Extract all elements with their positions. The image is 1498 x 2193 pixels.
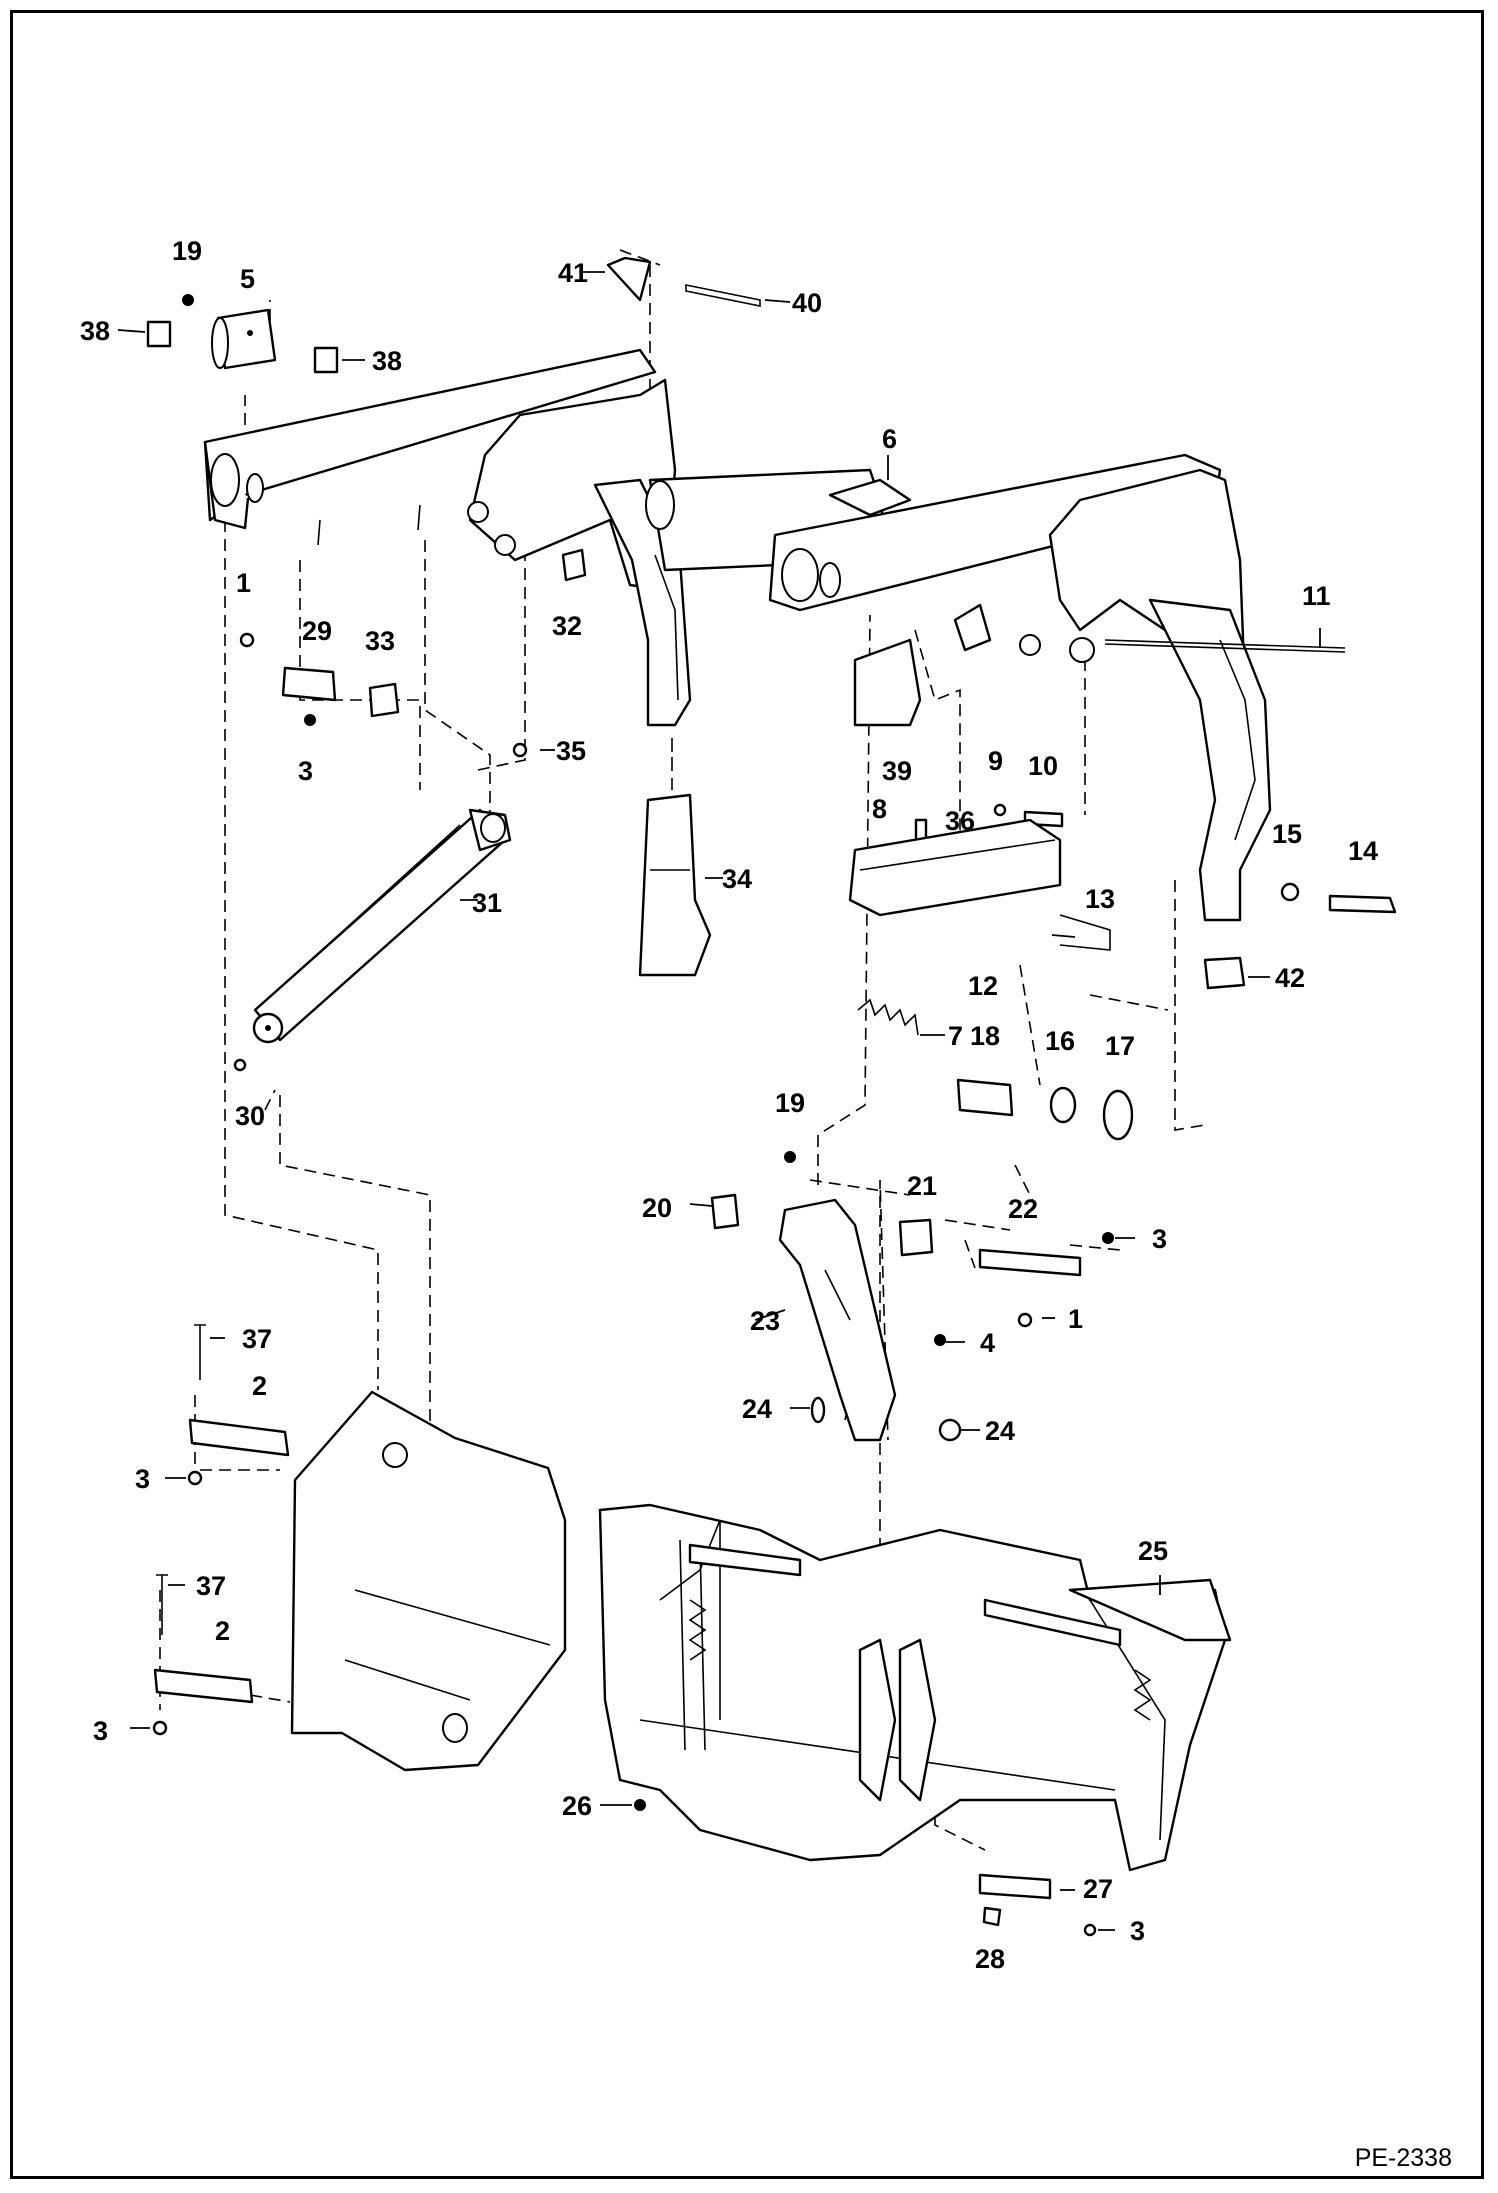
callout-19: 19: [775, 1088, 805, 1118]
callout-38: 38: [80, 316, 110, 346]
drawing-code: PE-2338: [1354, 2144, 1452, 2172]
callout-1: 1: [1068, 1304, 1083, 1334]
callout-13: 13: [1085, 884, 1115, 914]
callout-4: 4: [980, 1328, 995, 1358]
callout-22: 22: [1008, 1194, 1038, 1224]
callout-3: 3: [93, 1716, 108, 1746]
callout-17: 17: [1105, 1031, 1135, 1061]
callout-34: 34: [722, 864, 752, 894]
callout-40: 40: [792, 288, 822, 318]
callout-28: 28: [975, 1944, 1005, 1974]
callout-3: 3: [135, 1464, 150, 1494]
leader-lines: [117, 271, 1321, 1931]
callout-12: 12: [968, 971, 998, 1001]
callout-6: 6: [882, 424, 897, 454]
callout-27: 27: [1083, 1874, 1113, 1904]
callout-24: 24: [985, 1416, 1015, 1446]
callout-14: 14: [1348, 836, 1378, 866]
callout-labels: 19 5 38 38 41 40 6 1 29 33 32 3 35 31 30…: [80, 236, 1378, 1974]
callout-36: 36: [945, 806, 975, 836]
callout-42: 42: [1275, 963, 1305, 993]
callout-37: 37: [196, 1571, 226, 1601]
callout-18: 18: [970, 1021, 1000, 1051]
callout-32: 32: [552, 611, 582, 641]
callout-3: 3: [1130, 1916, 1145, 1946]
callout-39: 39: [882, 756, 912, 786]
callout-26: 26: [562, 1791, 592, 1821]
callout-35: 35: [556, 736, 586, 766]
callout-29: 29: [302, 616, 332, 646]
callout-16: 16: [1045, 1026, 1075, 1056]
parts: [146, 256, 1397, 1937]
callout-8: 8: [872, 794, 887, 824]
callout-9: 9: [988, 746, 1003, 776]
callout-37: 37: [242, 1324, 272, 1354]
callout-20: 20: [642, 1193, 672, 1223]
callout-41: 41: [558, 258, 588, 288]
callout-38: 38: [372, 346, 402, 376]
callout-11: 11: [1302, 581, 1331, 611]
callout-2: 2: [215, 1616, 230, 1646]
callout-30: 30: [235, 1101, 265, 1131]
callout-19: 19: [172, 236, 202, 266]
callout-3: 3: [1152, 1224, 1167, 1254]
callout-1: 1: [236, 568, 251, 598]
callout-7: 7: [948, 1021, 963, 1051]
callout-21: 21: [907, 1171, 937, 1201]
callout-24: 24: [742, 1394, 772, 1424]
callout-33: 33: [365, 626, 395, 656]
callout-23: 23: [750, 1306, 780, 1336]
callout-5: 5: [240, 264, 255, 294]
callout-31: 31: [472, 888, 502, 918]
callout-10: 10: [1028, 751, 1058, 781]
callout-15: 15: [1272, 819, 1302, 849]
drawing-frame: [10, 10, 1484, 2179]
callout-25: 25: [1138, 1536, 1168, 1566]
callout-2: 2: [252, 1371, 267, 1401]
lift-arm-assembly: [203, 348, 1272, 922]
callout-3: 3: [298, 756, 313, 786]
